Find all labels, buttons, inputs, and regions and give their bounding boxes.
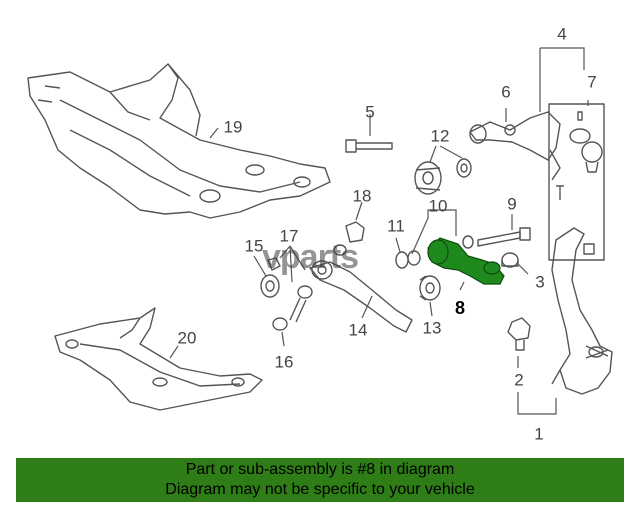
callout-16[interactable]: 16 [274,352,294,372]
crossmember-lower [54,307,263,411]
bolt-5 [345,139,393,153]
callout-2[interactable]: 2 [514,370,524,390]
box-7 [548,103,605,261]
bushing-10-11 [395,235,474,269]
subframe-upper [27,63,331,219]
callout-6[interactable]: 6 [501,82,511,102]
callout-12[interactable]: 12 [430,126,450,146]
highlighted-part-8 [427,237,505,285]
callout-7[interactable]: 7 [587,72,597,92]
bolt-9 [477,227,531,247]
callout-14[interactable]: 14 [348,320,368,340]
callout-5[interactable]: 5 [365,102,375,122]
callout-3[interactable]: 3 [535,272,545,292]
callout-8[interactable]: 8 [454,298,466,318]
upper-control-arm [469,111,561,181]
knuckle-1 [551,227,613,395]
callout-19[interactable]: 19 [223,117,243,137]
watermark-logo: vparts [262,238,359,276]
nut-3 [501,252,519,268]
diagram-drawing [27,47,613,415]
bushing-12 [414,158,472,195]
callout-10[interactable]: 10 [428,196,448,216]
callout-20[interactable]: 20 [177,328,197,348]
callout-18[interactable]: 18 [352,186,372,206]
banner-line-disclaimer: Diagram may not be specific to your vehi… [165,481,475,498]
parts-diagram: vparts 1 2 3 4 5 6 7 8 9 10 11 12 13 14 … [27,24,613,444]
callout-11[interactable]: 11 [387,216,405,236]
info-banner: Part or sub-assembly is #8 in diagram Di… [16,458,624,502]
bushing-15 [260,257,281,298]
callout-1[interactable]: 1 [534,424,544,444]
ball-joint-2 [507,317,531,351]
callout-15[interactable]: 15 [244,236,264,256]
bushing-13 [419,275,441,301]
callout-4[interactable]: 4 [557,24,567,44]
callout-9[interactable]: 9 [507,194,517,214]
nut-18 [345,221,365,243]
lower-arm-14 [309,244,413,333]
callout-13[interactable]: 13 [422,318,442,338]
callout-17[interactable]: 17 [279,226,299,246]
banner-line-part-info: Part or sub-assembly is #8 in diagram [185,461,455,478]
bolt-16 [272,285,313,331]
